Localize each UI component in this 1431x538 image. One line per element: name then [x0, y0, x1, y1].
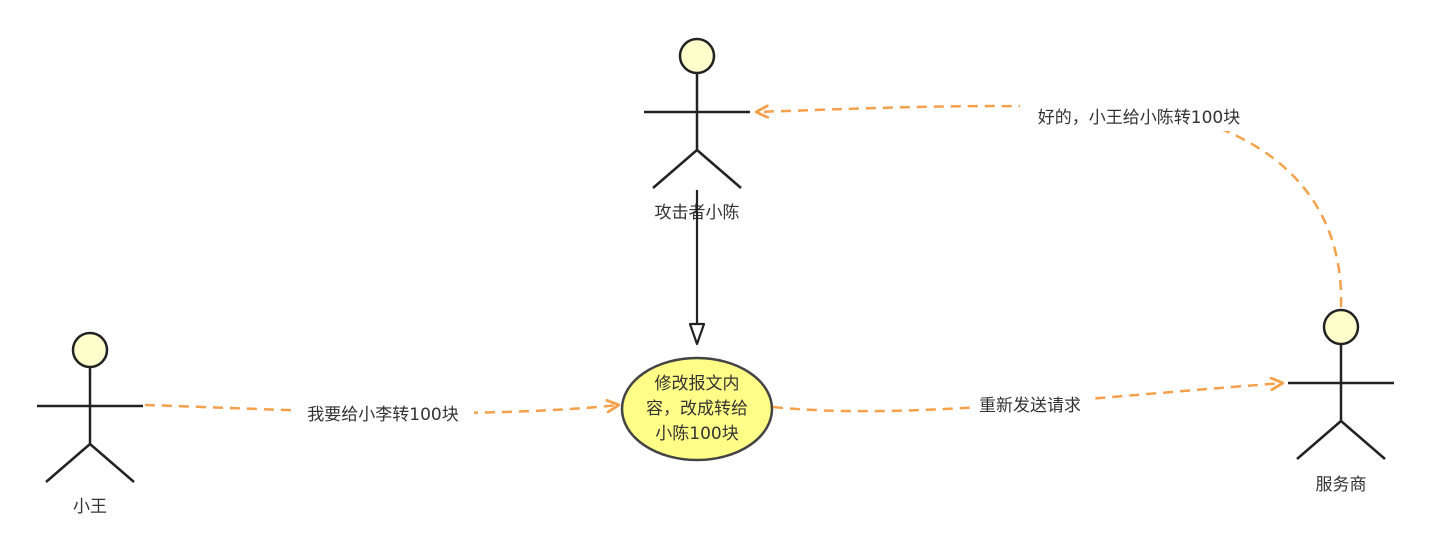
edge-attacker-to-process — [688, 190, 706, 346]
actor-head — [678, 37, 716, 75]
actor-head — [71, 331, 109, 369]
actor-name-provider: 服务商 — [1316, 475, 1367, 495]
actor-head — [1322, 308, 1360, 346]
edge-label-response: 好的，小王给小陈转100块 — [1038, 108, 1240, 128]
edge-response: 好的，小王给小陈转100块 — [756, 104, 1343, 308]
actor-leg-right — [89, 443, 135, 483]
edge-label-resend: 重新发送请求 — [979, 396, 1081, 416]
process-line-3: 小陈100块 — [655, 424, 738, 444]
actor-leg-left — [1296, 420, 1342, 460]
edge-label-bg — [1020, 104, 1258, 131]
actor-provider: 服务商 — [1288, 308, 1394, 495]
process-ellipse — [620, 356, 774, 462]
edge-dashed-path — [756, 106, 1343, 308]
actor-leg-left — [45, 443, 91, 483]
actor-leg-right — [1340, 420, 1386, 460]
actor-name-xiaowang: 小王 — [73, 497, 107, 517]
hollow-triangle-arrowhead — [688, 322, 706, 346]
edge-label-bg — [293, 401, 474, 427]
process-node: 修改报文内 容，改成转给 小陈100块 — [620, 356, 774, 462]
edge-label-bg — [970, 393, 1090, 419]
actor-leg-left — [652, 149, 698, 189]
edge-resend: 重新发送请求 — [772, 383, 1283, 419]
edge-label-request: 我要给小李转100块 — [307, 405, 458, 425]
process-line-1: 修改报文内 — [655, 374, 740, 394]
actor-xiaowang: 小王 — [37, 331, 143, 517]
actor-leg-right — [696, 149, 742, 189]
process-line-2: 容，改成转给 — [646, 399, 748, 419]
edge-dashed-path — [772, 383, 1283, 413]
edge-request: 我要给小李转100块 — [144, 401, 619, 427]
